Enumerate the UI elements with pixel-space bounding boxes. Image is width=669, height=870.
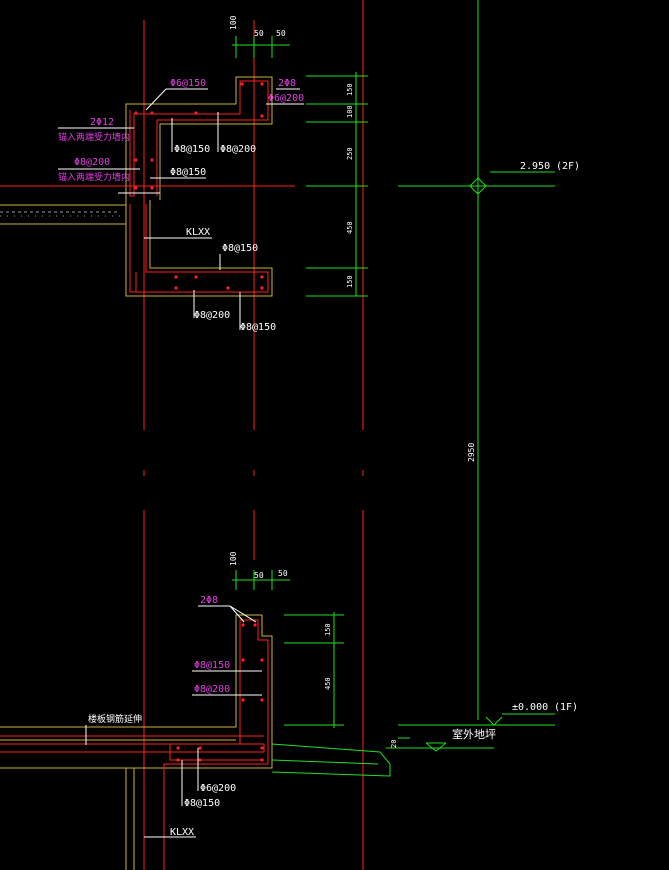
top-rebar-phi8-200-left: Φ8@200 [74, 157, 110, 168]
total-height-dim: 2950 [467, 443, 476, 462]
top-dim-100: 100 [229, 15, 238, 30]
top-rebar-phi8-150-d: Φ8@150 [240, 322, 276, 333]
level-2f-triangle [468, 177, 488, 187]
bottom-note-slab: 楼板钢筋延伸 [88, 713, 142, 725]
leader [145, 88, 167, 111]
bottom-rebar-stirrups [0, 619, 269, 870]
top-vdim-450: 450 [346, 221, 354, 234]
leader [229, 605, 257, 623]
top-rebar-phi8-150-c: Φ8@150 [222, 243, 258, 254]
bottom-detail: 100 50 50 2Φ8 [0, 551, 391, 870]
bottom-dim-50a: 50 [254, 571, 264, 580]
level-1f-value: ±0.000 [512, 702, 548, 713]
top-rebar-stirrups [0, 80, 295, 293]
outdoor-ground-label: 室外地坪 [452, 727, 496, 741]
bottom-rebar-phi8-150-b: Φ8@150 [184, 798, 220, 809]
top-rebar-2phi12: 2Φ12 [90, 117, 114, 128]
top-horizontal-dims [232, 36, 290, 58]
top-beam-label: KLXX [186, 227, 210, 238]
top-detail: 100 50 50 Φ6@150 2Φ8 Φ6@200 2Φ12 锚入两端受力墙… [0, 15, 368, 333]
bottom-concrete-outline [0, 614, 273, 870]
axis-lines [143, 0, 364, 870]
bottom-rebar-2phi8: 2Φ8 [200, 595, 218, 606]
level-1f-tag: (1F) [554, 702, 578, 713]
bottom-vertical-dims [284, 612, 344, 728]
top-note-anchor-2: 锚入两端受力墙内 [58, 171, 130, 183]
top-note-anchor-1: 锚入两端受力墙内 [58, 131, 130, 143]
level-2f-tag: (2F) [556, 161, 580, 172]
top-rebar-2phi8: 2Φ8 [278, 78, 296, 89]
level-markers: 2.950 (2F) 2950 ±0.000 (1F) 室外地坪 20 [386, 161, 580, 752]
bottom-dim-100: 100 [229, 551, 238, 566]
top-vdim-250: 250 [346, 147, 354, 160]
top-rebar-phi8-150-a: Φ8@150 [174, 144, 210, 155]
top-vdim-100: 100 [346, 105, 354, 118]
bottom-rebar-phi6-200: Φ6@200 [200, 783, 236, 794]
bottom-horizontal-dims [232, 570, 290, 590]
top-rebar-phi6-200: Φ6@200 [268, 93, 304, 104]
bottom-beam-label: KLXX [170, 827, 194, 838]
bottom-rebar-phi8-200-a: Φ8@200 [194, 684, 230, 695]
top-concrete-outline [0, 76, 273, 297]
leader [229, 605, 245, 623]
top-vertical-dims [306, 72, 368, 297]
top-vdim-150b: 150 [346, 275, 354, 288]
top-slab-hatch [0, 211, 120, 217]
bottom-exterior-step [271, 743, 391, 777]
bottom-vdim-450: 450 [324, 677, 332, 690]
bottom-dim-50b: 50 [278, 569, 288, 578]
bottom-rebar-dots [176, 623, 264, 762]
top-rebar-phi8-200-b: Φ8@200 [194, 310, 230, 321]
bottom-vdim-150: 150 [324, 623, 332, 636]
top-rebar-phi6-150: Φ6@150 [170, 78, 206, 89]
top-dim-50a: 50 [254, 29, 264, 38]
top-dim-50b: 50 [276, 29, 286, 38]
bottom-rebar-phi8-150-a: Φ8@150 [194, 660, 230, 671]
top-rebar-dots [134, 82, 264, 290]
top-rebar-phi8-150-b: Φ8@150 [170, 167, 206, 178]
top-rebar-phi8-200-a: Φ8@200 [220, 144, 256, 155]
top-vdim-150: 150 [346, 83, 354, 96]
level-2f-value: 2.950 [520, 161, 550, 172]
step-dim: 20 [390, 740, 398, 748]
